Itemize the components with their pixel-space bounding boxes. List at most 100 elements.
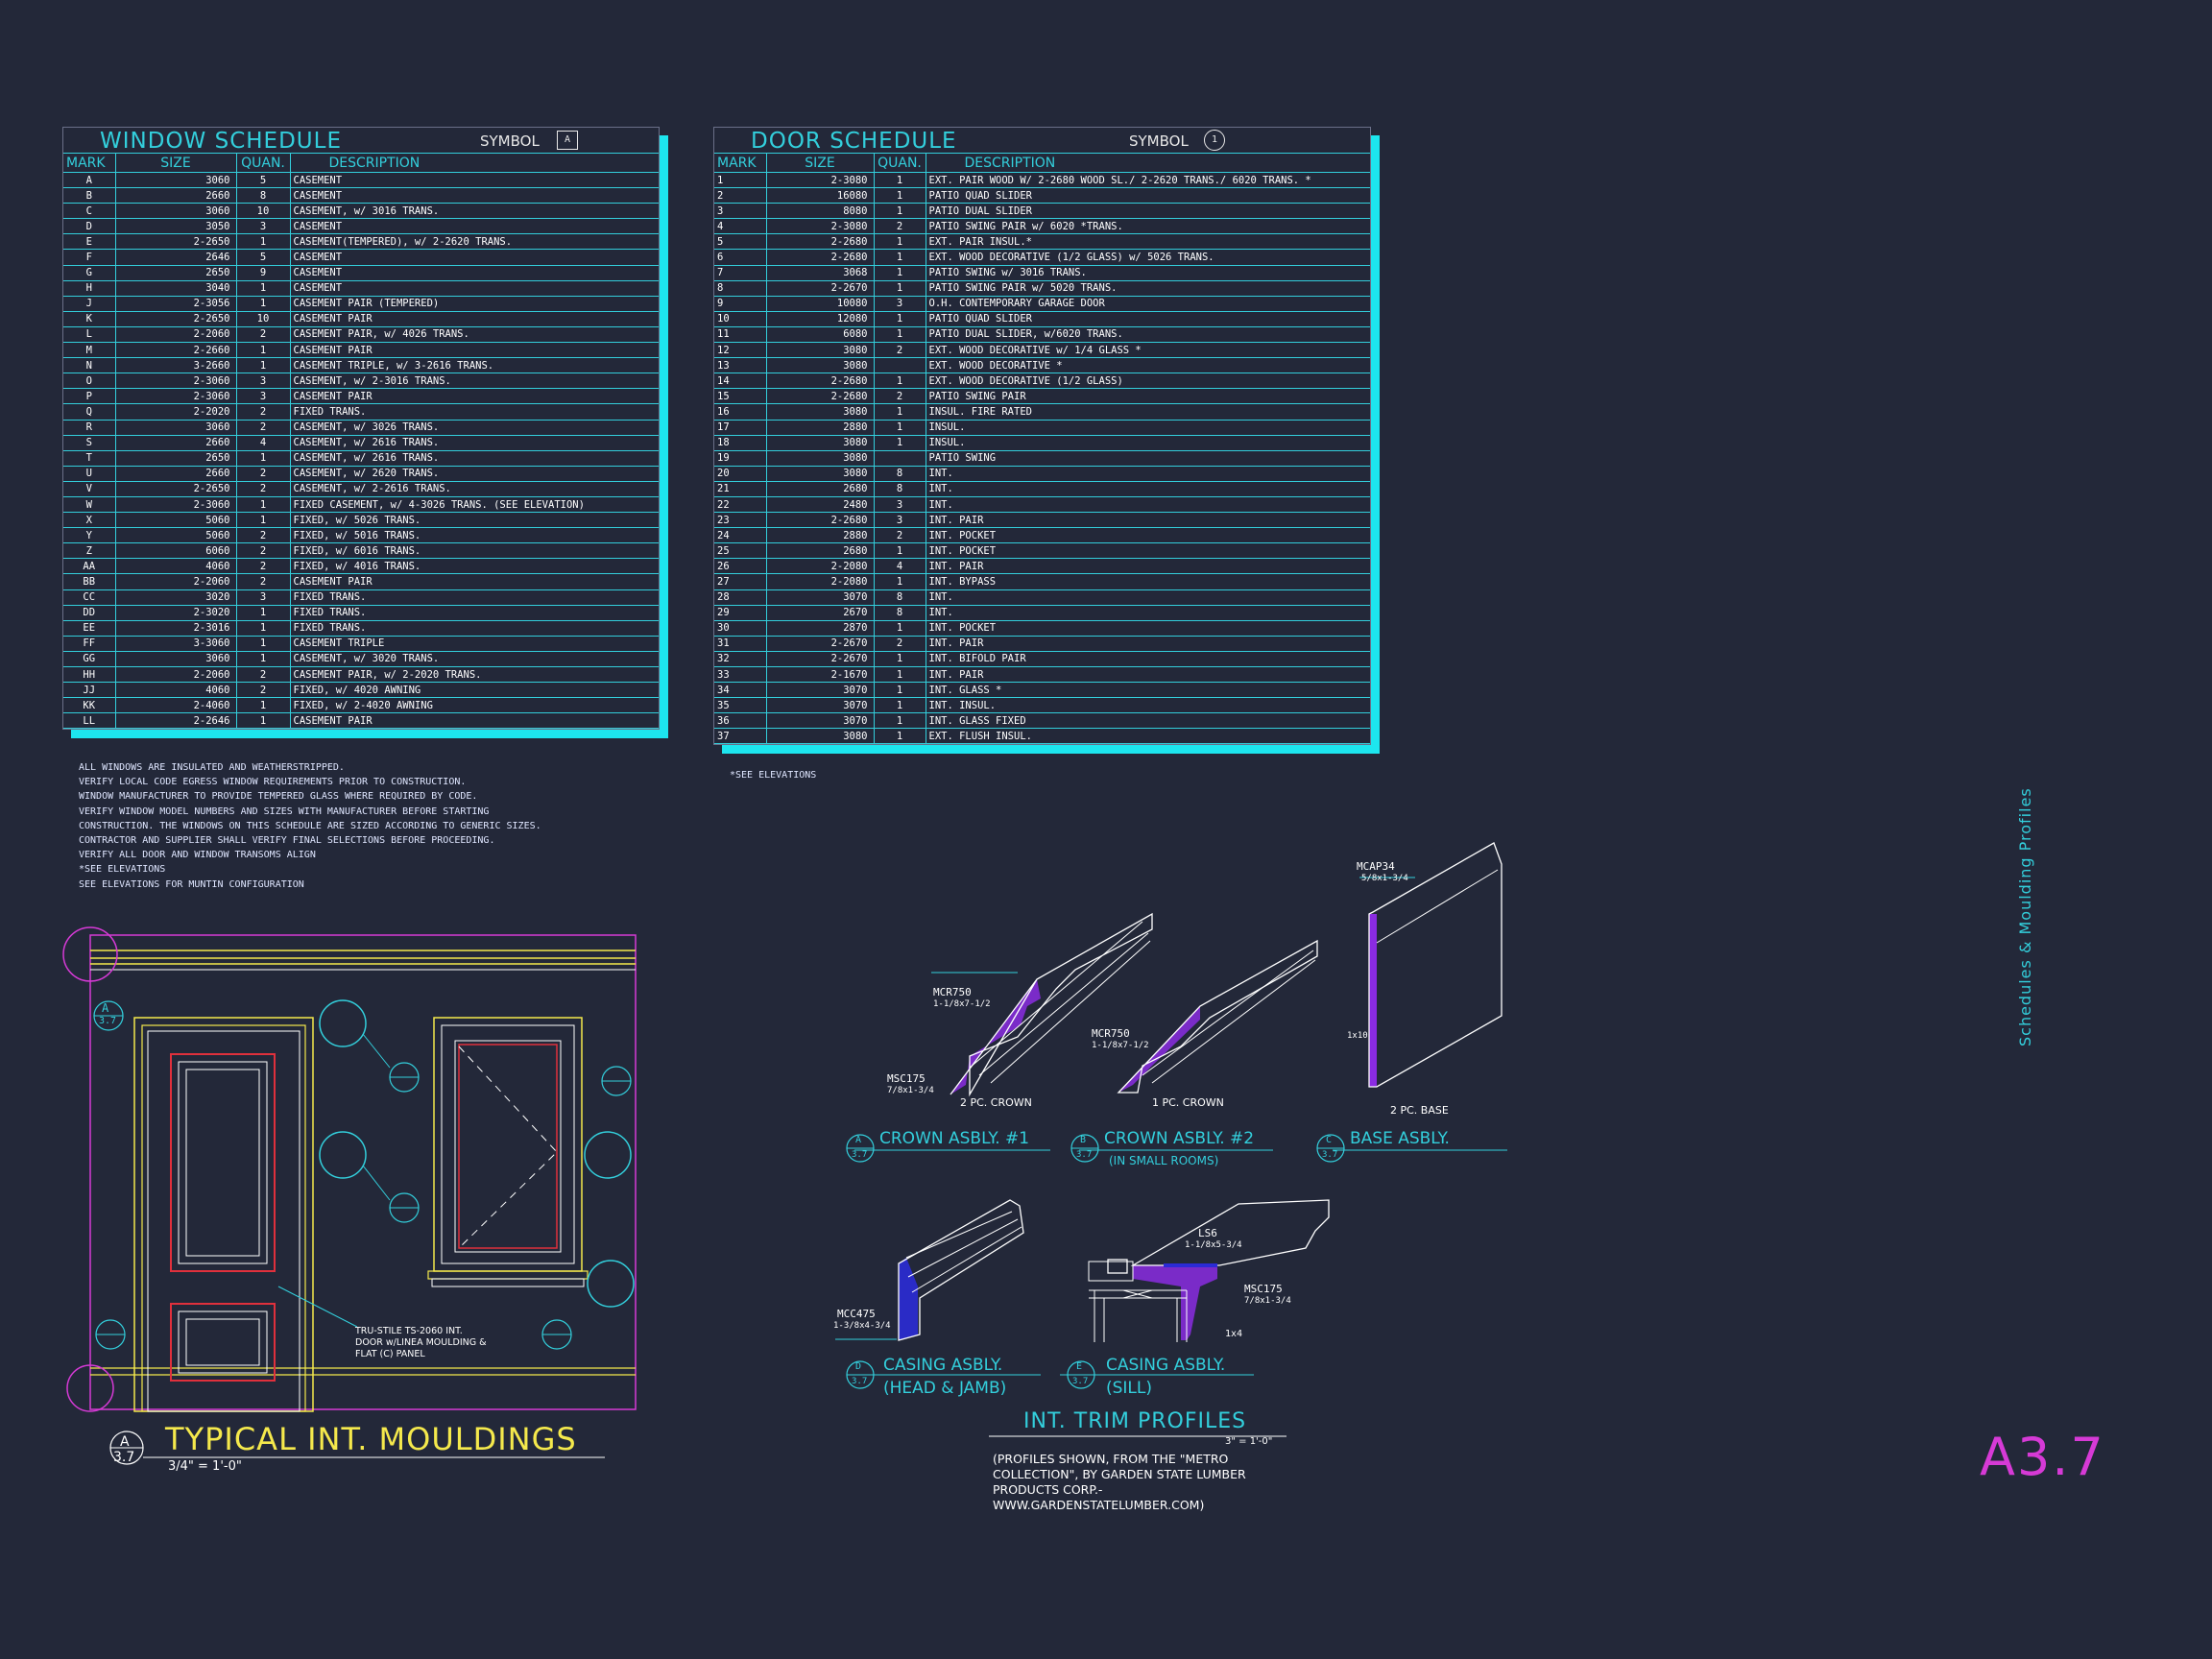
casing-head-part1: MCC475	[837, 1308, 876, 1320]
window-cell: B	[63, 187, 116, 204]
door-cell: 2-2670	[766, 651, 875, 668]
window-cell: DD	[63, 605, 116, 621]
door-cell: INT. POCKET	[926, 527, 1370, 544]
door-cell: 3	[714, 203, 767, 220]
window-cell: D	[63, 218, 116, 235]
base-tag: C	[1326, 1135, 1333, 1145]
window-cell: Y	[63, 527, 116, 544]
casing-sill-tag-sheet: 3.7	[1072, 1377, 1089, 1386]
window-cell: 2-2646	[115, 712, 237, 730]
window-cell: GG	[63, 651, 116, 668]
door-cell: 1	[874, 682, 926, 699]
window-cell: BB	[63, 573, 116, 590]
window-cell: 1	[236, 296, 291, 312]
crown-profile-1	[854, 912, 1153, 1151]
window-cell: 2-3060	[115, 388, 237, 405]
window-cell: 3040	[115, 280, 237, 297]
window-cell: FIXED, w/ 5026 TRANS.	[290, 512, 659, 529]
door-note: TRU-STILE TS-2060 INT.DOOR w/LINEA MOULD…	[355, 1326, 487, 1360]
crown2-tag: B	[1080, 1135, 1087, 1145]
window-cell: FIXED TRANS.	[290, 589, 659, 606]
door-cell: 4	[874, 558, 926, 575]
door-footnote: *SEE ELEVATIONS	[730, 770, 817, 781]
casing-head-tag: D	[855, 1361, 862, 1372]
window-cell: 2-3060	[115, 373, 237, 390]
door-cell: PATIO QUAD SLIDER	[926, 187, 1370, 204]
window-cell: 2650	[115, 450, 237, 467]
door-cell: 2670	[766, 605, 875, 621]
door-cell: 1	[874, 712, 926, 730]
door-cell: 2	[874, 527, 926, 544]
door-cell: 2	[714, 187, 767, 204]
window-cell: 10	[236, 311, 291, 327]
window-cell: S	[63, 435, 116, 451]
door-cell: INT. BIFOLD PAIR	[926, 651, 1370, 668]
window-cell: 9	[236, 265, 291, 281]
door-header-quan: QUAN.	[874, 154, 926, 173]
door-cell: 21	[714, 481, 767, 497]
sheet-number: A3.7	[1980, 1427, 2105, 1487]
door-cell: 20	[714, 466, 767, 482]
window-cell: FIXED, w/ 4020 AWNING	[290, 682, 659, 699]
casing-sill-part3: 1x4	[1225, 1329, 1243, 1339]
crown1-part2-size: 7/8x1-3/4	[887, 1086, 934, 1095]
crown2-part1: MCR750	[1092, 1027, 1130, 1040]
door-cell: 17	[714, 420, 767, 436]
window-cell: CASEMENT PAIR	[290, 342, 659, 359]
door-cell: INT.	[926, 496, 1370, 514]
sheet-side-title: Schedules & Moulding Profiles	[2016, 787, 2034, 1046]
door-cell: 3070	[766, 697, 875, 714]
window-cell: 3	[236, 373, 291, 390]
door-cell: 3070	[766, 682, 875, 699]
window-cell: 2	[236, 573, 291, 590]
window-cell: 1	[236, 357, 291, 374]
door-cell: 4	[714, 218, 767, 235]
window-cell: CASEMENT, w/ 2-3016 TRANS.	[290, 373, 659, 390]
door-cell	[874, 450, 926, 467]
window-cell: R	[63, 420, 116, 436]
door-cell: INT. GLASS FIXED	[926, 712, 1370, 730]
window-cell: CC	[63, 589, 116, 606]
door-cell: 1	[874, 651, 926, 668]
casing-head-subtitle: (HEAD & JAMB)	[883, 1379, 1007, 1398]
window-cell: CASEMENT PAIR	[290, 712, 659, 730]
window-cell: KK	[63, 697, 116, 714]
door-cell: 2-2680	[766, 388, 875, 405]
window-cell: FIXED, w/ 5016 TRANS.	[290, 527, 659, 544]
door-cell: 2-1670	[766, 666, 875, 684]
window-cell: CASEMENT	[290, 187, 659, 204]
door-cell: EXT. WOOD DECORATIVE (1/2 GLASS)	[926, 373, 1370, 390]
window-cell: 2	[236, 682, 291, 699]
window-cell: CASEMENT PAIR, w/ 2-2020 TRANS.	[290, 666, 659, 684]
window-cell: G	[63, 265, 116, 281]
door-cell: 30	[714, 620, 767, 637]
window-cell: 3	[236, 218, 291, 235]
door-cell: PATIO QUAD SLIDER	[926, 311, 1370, 327]
door-cell: 3070	[766, 712, 875, 730]
door-cell: 1	[874, 172, 926, 189]
door-cell: 1	[874, 249, 926, 266]
door-cell: 8	[874, 481, 926, 497]
door-symbol-label: SYMBOL	[1129, 132, 1189, 150]
door-cell: 3070	[766, 589, 875, 606]
door-cell: PATIO DUAL SLIDER, w/6020 TRANS.	[926, 326, 1370, 344]
window-note-line: WINDOW MANUFACTURER TO PROVIDE TEMPERED …	[79, 791, 478, 803]
window-cell: U	[63, 466, 116, 482]
door-cell: 37	[714, 728, 767, 745]
